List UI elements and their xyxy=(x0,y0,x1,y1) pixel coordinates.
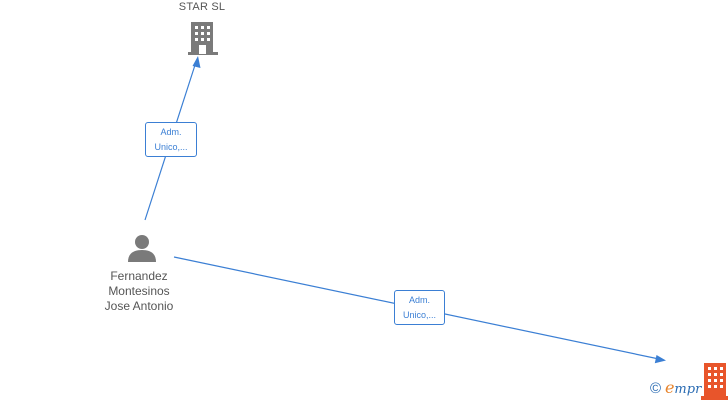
edge-label-role[interactable]: Adm. Unico,... xyxy=(145,122,197,157)
building-icon[interactable] xyxy=(186,20,220,56)
brand-logo-e: e xyxy=(664,378,675,397)
edge-label-line-2: Unico,... xyxy=(402,310,436,320)
edge-arrowhead-company-2 xyxy=(654,355,666,364)
person-name-label[interactable]: Fernandez Montesinos Jose Antonio xyxy=(94,269,184,314)
person-name-line-2: Montesinos xyxy=(108,284,170,298)
person-name-line-1: Fernandez xyxy=(110,269,168,283)
edge-label-line-1: Adm. xyxy=(408,295,430,305)
watermark: © empr xyxy=(650,378,701,400)
copyright-symbol: © xyxy=(650,380,662,397)
brand-logo-text: mpr xyxy=(674,382,702,397)
edge-label-role[interactable]: Adm. Unico,... xyxy=(394,290,445,325)
edge-arrowhead-company-1 xyxy=(192,56,201,68)
building-icon[interactable] xyxy=(700,360,728,400)
person-name-line-3: Jose Antonio xyxy=(104,299,174,313)
edge-label-line-1: Adm. xyxy=(160,127,182,137)
company-name-label[interactable]: STAR SL xyxy=(178,1,226,13)
person-icon[interactable] xyxy=(126,233,158,263)
edge-label-line-2: Unico,... xyxy=(154,142,188,152)
